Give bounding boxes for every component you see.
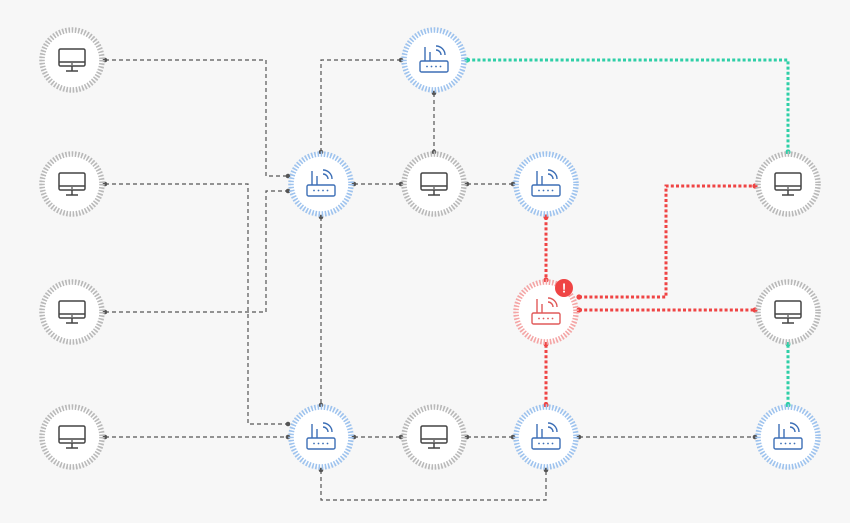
- router-icon: [531, 422, 561, 450]
- node-pc-right-2[interactable]: [755, 279, 821, 345]
- alert-badge-label: !: [562, 281, 566, 296]
- monitor-icon: [420, 425, 448, 449]
- link-line: [467, 58, 790, 152]
- router-icon: [531, 297, 561, 325]
- router-icon: [773, 422, 803, 450]
- node-face: [519, 285, 573, 339]
- node-pc-right-1[interactable]: [755, 151, 821, 217]
- link-end-port: [285, 421, 291, 427]
- node-face: [519, 157, 573, 211]
- node-face: [407, 410, 461, 464]
- node-face: [761, 157, 815, 211]
- node-router-error[interactable]: !: [513, 279, 579, 345]
- node-face: [761, 285, 815, 339]
- monitor-icon: [420, 172, 448, 196]
- node-pc-1[interactable]: [39, 27, 105, 93]
- monitor-icon: [774, 300, 802, 324]
- link-line: [105, 59, 288, 177]
- node-pc-3[interactable]: [39, 279, 105, 345]
- monitor-icon: [58, 300, 86, 324]
- node-router-c[interactable]: [513, 151, 579, 217]
- node-face: [45, 410, 99, 464]
- node-pc-4[interactable]: [39, 404, 105, 470]
- node-face: [45, 157, 99, 211]
- node-face: [519, 410, 573, 464]
- node-face: [45, 285, 99, 339]
- monitor-icon: [774, 172, 802, 196]
- node-router-e[interactable]: [755, 404, 821, 470]
- node-pc-bottom[interactable]: [401, 404, 467, 470]
- link-line: [105, 190, 288, 313]
- router-icon: [419, 45, 449, 73]
- router-icon: [306, 169, 336, 197]
- link-line: [320, 470, 547, 501]
- node-face: [761, 410, 815, 464]
- link-router-error-pc-right-2[interactable]: [576, 307, 758, 313]
- link-start-port: [576, 294, 582, 300]
- link-line: [105, 183, 288, 425]
- alert-badge: !: [555, 279, 573, 297]
- router-icon: [306, 422, 336, 450]
- node-pc-2[interactable]: [39, 151, 105, 217]
- link-start-port: [576, 307, 582, 313]
- node-pc-center[interactable]: [401, 151, 467, 217]
- nodes-layer: !: [39, 27, 821, 470]
- monitor-icon: [58, 48, 86, 72]
- node-router-top[interactable]: [401, 27, 467, 93]
- node-face: [294, 410, 348, 464]
- monitor-icon: [58, 172, 86, 196]
- node-face: [407, 33, 461, 87]
- node-router-b[interactable]: [288, 404, 354, 470]
- node-face: [45, 33, 99, 87]
- node-router-d[interactable]: [513, 404, 579, 470]
- monitor-icon: [58, 425, 86, 449]
- node-router-a[interactable]: [288, 151, 354, 217]
- node-face: [407, 157, 461, 211]
- link-line: [579, 184, 755, 299]
- node-face: [294, 157, 348, 211]
- link-end-port: [285, 188, 291, 194]
- link-line: [320, 59, 401, 152]
- router-icon: [531, 169, 561, 197]
